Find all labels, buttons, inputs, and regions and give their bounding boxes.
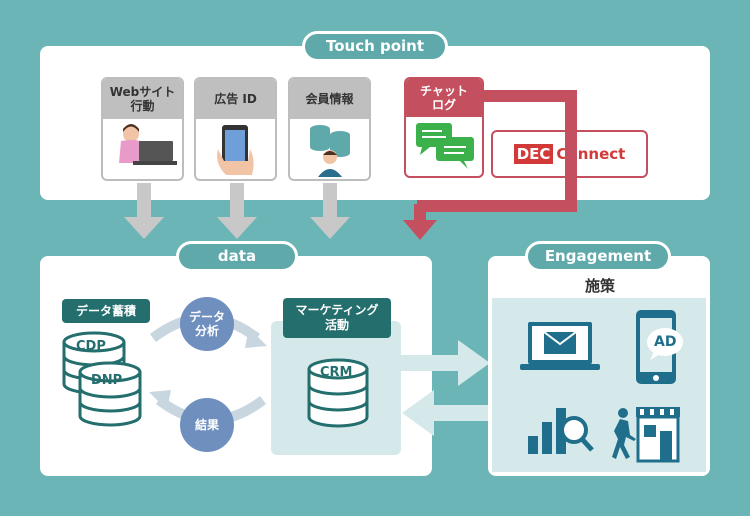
down-arrow-3 bbox=[310, 183, 350, 239]
smartphone-ad-icon bbox=[636, 310, 683, 384]
dnp-label: DNP bbox=[91, 373, 123, 388]
store-visit-icon bbox=[612, 407, 680, 463]
member-database-icon bbox=[310, 125, 350, 177]
touchpoint-card-label: 会員情報 bbox=[290, 79, 369, 119]
data-storage-label: データ蓄積 bbox=[62, 299, 150, 323]
touchpoint-card-chat: チャット ログ bbox=[404, 77, 484, 178]
person-laptop-icon bbox=[119, 124, 177, 165]
right-arrow-to-engagement bbox=[400, 340, 490, 386]
touchpoint-card-label: チャット ログ bbox=[406, 79, 482, 117]
touchpoint-card-website: Webサイト 行動 bbox=[101, 77, 184, 181]
crm-database-icon bbox=[307, 358, 369, 428]
dec-logo-mark: DEC bbox=[513, 144, 554, 164]
touchpoint-card-label: 広告 ID bbox=[196, 79, 275, 119]
smartphone-hand-icon bbox=[217, 125, 254, 175]
touchpoint-title: Touch point bbox=[302, 31, 448, 62]
touchpoint-card-ad-id: 広告 ID bbox=[194, 77, 277, 181]
result-circle: 結果 bbox=[180, 398, 234, 452]
red-connector-arrow bbox=[403, 90, 577, 240]
analytics-search-icon bbox=[528, 408, 594, 454]
marketing-activity-label: マーケティング 活動 bbox=[283, 298, 391, 338]
down-arrow-1 bbox=[124, 183, 164, 239]
engagement-title: Engagement bbox=[525, 241, 671, 272]
chat-bubbles-icon bbox=[416, 123, 474, 169]
crm-label: CRM bbox=[320, 365, 353, 380]
measures-subtitle: 施策 bbox=[584, 277, 615, 295]
touchpoint-card-label: Webサイト 行動 bbox=[103, 79, 182, 119]
ad-label: AD bbox=[654, 334, 677, 350]
cdp-label: CDP bbox=[76, 339, 106, 354]
cdp-dnp-database-icon bbox=[62, 331, 142, 427]
data-analysis-circle: データ 分析 bbox=[180, 297, 234, 351]
touchpoint-card-member: 会員情報 bbox=[288, 77, 371, 181]
data-title: data bbox=[176, 241, 298, 272]
down-arrow-2 bbox=[217, 183, 257, 239]
laptop-mail-icon bbox=[520, 322, 600, 370]
left-arrow-from-engagement bbox=[402, 390, 492, 436]
